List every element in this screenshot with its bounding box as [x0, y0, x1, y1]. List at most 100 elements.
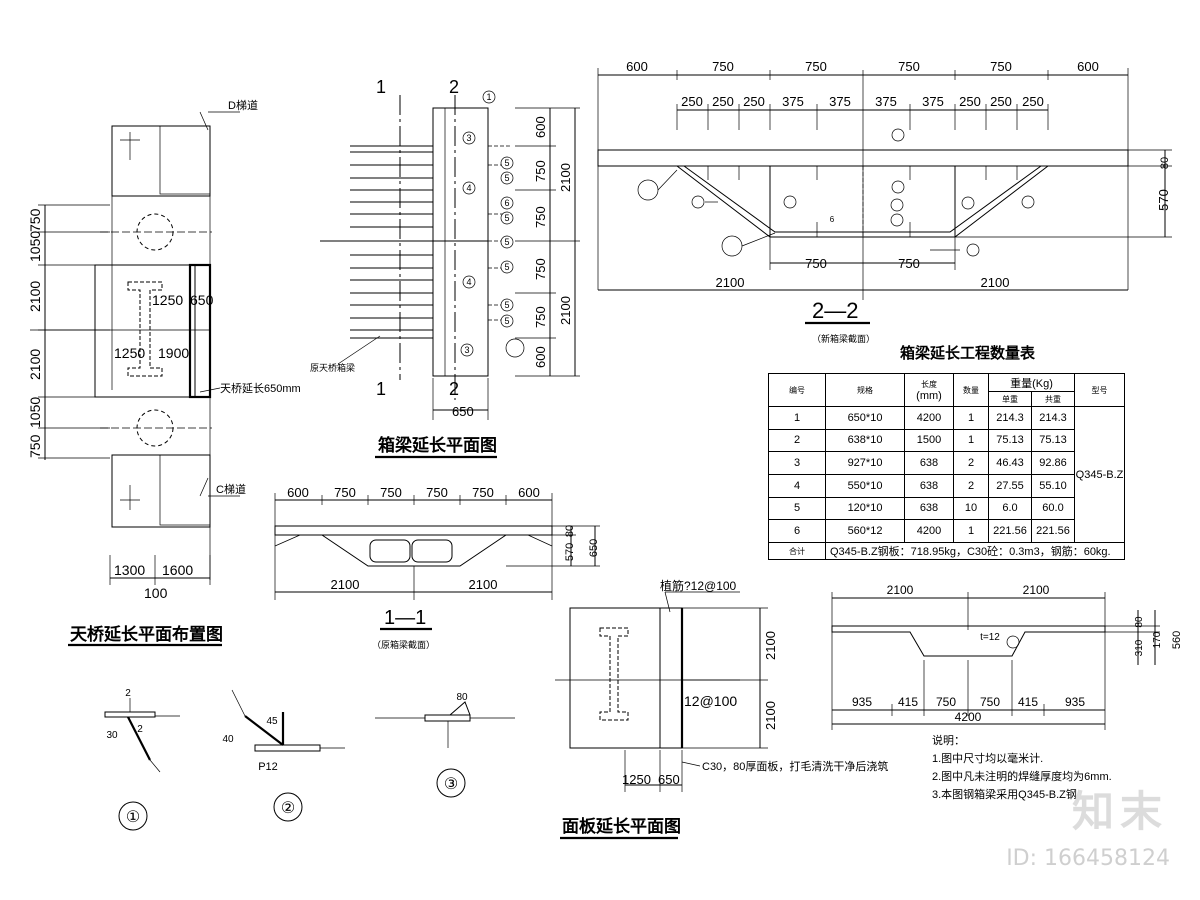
concrete-note: C30，80厚面板，打毛清洗干净后浇筑: [702, 759, 888, 773]
dim-bottom: 935: [852, 695, 872, 709]
callout: 1: [486, 92, 491, 102]
dim-mid: 1250: [114, 345, 145, 361]
dim-top: 2100: [1023, 583, 1050, 597]
section-22-sub: （新箱梁截面）: [812, 333, 875, 344]
dim-left: 1050: [27, 397, 43, 428]
callout: 5: [504, 237, 509, 247]
dim-top: 600: [518, 485, 540, 500]
callout: 3: [464, 345, 469, 355]
dim-sub: 250: [959, 94, 981, 109]
dim-right: 600: [533, 116, 548, 138]
dim-total: 2100: [981, 275, 1010, 290]
section-mark: 1: [376, 379, 386, 399]
dim-height: 310: [1134, 639, 1145, 656]
section-mark: 2: [449, 379, 459, 399]
callout: 6: [504, 198, 509, 208]
dim-right: 750: [533, 258, 548, 280]
dim-right: 2100: [763, 701, 778, 730]
dim-sub: 375: [875, 94, 897, 109]
dim-top: 750: [712, 59, 734, 74]
callout: 4: [466, 183, 471, 193]
col-header: 型号: [1074, 373, 1125, 407]
dim-bottom: 935: [1065, 695, 1085, 709]
dim-mid: 1250: [152, 292, 183, 308]
dim-right: 750: [533, 206, 548, 228]
notes-line: 2.图中凡未注明的焊缝厚度均为6mm.: [932, 769, 1112, 783]
weld-label: ①: [126, 809, 140, 826]
col-header: 共重: [1031, 391, 1075, 407]
dim-650: 650: [452, 404, 474, 419]
weld-angle: 45: [266, 716, 278, 727]
callout: 3: [466, 133, 471, 143]
dim-height: 80: [1159, 157, 1171, 169]
rebar-mid-label: 12@100: [684, 693, 737, 709]
callout: 5: [504, 262, 509, 272]
dim-total: 2100: [331, 577, 360, 592]
col-header: 规格: [825, 373, 905, 407]
dim-top: 750: [426, 485, 448, 500]
dim-sub: 375: [782, 94, 804, 109]
dim-left: 2100: [27, 281, 43, 312]
weld-detail-3-mark: [436, 768, 466, 798]
dim-bottom: 415: [898, 695, 918, 709]
title-box-plan: 箱梁延长平面图: [378, 435, 497, 456]
section-2-2: [597, 68, 1172, 325]
dim-sub: 250: [712, 94, 734, 109]
dim-height: 80: [1134, 616, 1145, 628]
notes-line: 1.图中尺寸均以毫米计.: [932, 751, 1043, 765]
dim-bottom: 750: [936, 695, 956, 709]
title-deck-plan: 面板延长平面图: [562, 816, 681, 837]
dim-top: 750: [990, 59, 1012, 74]
col-header: 重量(Kg): [988, 373, 1075, 392]
col-header: 单重: [988, 391, 1032, 407]
dim-total: 2100: [558, 163, 573, 192]
weld-detail-1-mark: [118, 801, 148, 831]
dim-height: 560: [1171, 631, 1183, 649]
original-beam-note: 原天桥箱梁: [310, 362, 355, 373]
dim-left: 2100: [27, 349, 43, 380]
dim-top: 750: [805, 59, 827, 74]
dim-mid: 650: [190, 292, 214, 308]
dim-total: 2100: [469, 577, 498, 592]
dim-height: 650: [588, 539, 600, 557]
section-mark: 1: [376, 77, 386, 97]
watermark-logo: 知末: [1071, 787, 1168, 836]
plate-thickness: t=12: [980, 632, 1000, 643]
watermark-id: ID: 166458124: [1006, 846, 1170, 871]
dim-bottom: 750: [898, 256, 920, 271]
weld-detail-2-mark: [273, 792, 303, 822]
weld-details: [104, 689, 515, 831]
stair-d: [159, 125, 211, 195]
dim-bottom: 1250: [622, 772, 651, 787]
col-header: 长度(mm): [904, 373, 954, 407]
dim-total: 4200: [955, 710, 982, 724]
rebar-top-label: 植筋?12@100: [660, 578, 737, 593]
weld-label: ②: [281, 800, 295, 817]
notes-heading: 说明：: [932, 733, 965, 747]
dim-top: 750: [472, 485, 494, 500]
box-plan: [320, 90, 580, 459]
dim-right: 750: [533, 306, 548, 328]
dim-top: 600: [626, 59, 648, 74]
dim-right: 2100: [763, 631, 778, 660]
dim-bottom: 650: [658, 772, 680, 787]
weld-misc: 2: [125, 688, 131, 699]
dim-bottom: 750: [805, 256, 827, 271]
weld-misc: 2: [137, 724, 143, 735]
table-title: 箱梁延长工程数量表: [900, 344, 1036, 362]
dim-height: 170: [1152, 631, 1163, 648]
callout: 5: [504, 173, 509, 183]
dim-height: 570: [564, 543, 576, 561]
col-header: 数量: [953, 373, 989, 407]
table-total-row: 合计 Q345-B.Z钢板：718.95kg，C30砼：0.3m3，钢筋：60k…: [768, 542, 1125, 560]
callout: 5: [504, 213, 509, 223]
section-6: [831, 592, 1160, 730]
dim-sub: 250: [681, 94, 703, 109]
col-header: 编号: [768, 373, 826, 407]
dim-total: 2100: [558, 296, 573, 325]
